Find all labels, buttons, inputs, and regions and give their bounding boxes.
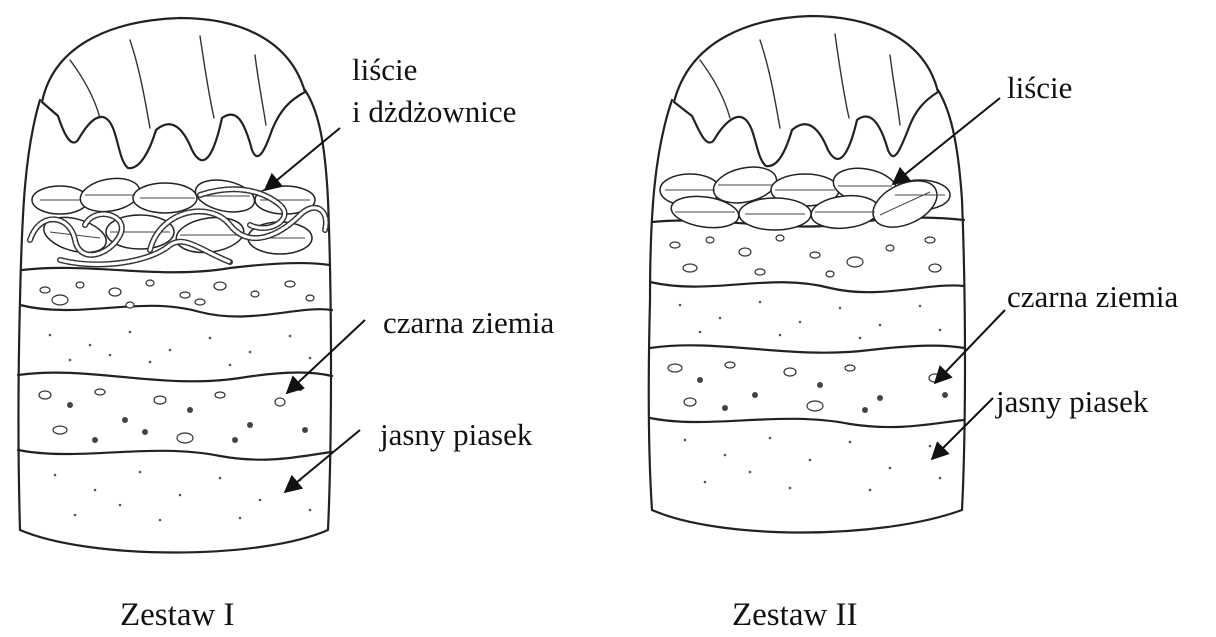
jar-2-cloth-cover xyxy=(674,16,938,166)
jar-2-label-leaves: liście xyxy=(1007,70,1072,105)
jar-2-sand-bottom xyxy=(684,437,942,492)
jar-2-boundary-sand-mid xyxy=(650,345,964,352)
jar-set-1: liście i dżdżownice czarna ziemia jasny … xyxy=(18,18,554,633)
jar-1-boundary-soil-top xyxy=(20,305,332,316)
jar-2-label-light-sand: jasny piasek xyxy=(995,384,1149,419)
jar-1-label-leaves: liście xyxy=(352,52,417,87)
jar-1-arrow-leaves xyxy=(265,128,340,190)
jar-1-arrow-light-sand xyxy=(285,430,360,492)
jar-1-sand-bottom xyxy=(54,471,312,522)
jar-2-label-black-soil: czarna ziemia xyxy=(1007,279,1178,314)
jar-2-soil-lower xyxy=(668,362,948,413)
jar-2-boundary-soil-bottom xyxy=(650,418,964,427)
jar-2-outline xyxy=(649,90,965,533)
jar-1-soil-upper xyxy=(40,280,314,308)
jar-2-caption: Zestaw II xyxy=(732,597,858,633)
jar-1-soil-lower xyxy=(39,385,308,443)
jar-1-boundary-soil-bottom xyxy=(18,450,332,460)
jar-1-label-black-soil: czarna ziemia xyxy=(383,305,554,340)
jar-2-soil-upper xyxy=(670,235,941,277)
jar-1-outline xyxy=(19,90,332,553)
jar-1-arrow-black-soil xyxy=(287,320,365,393)
jar-1-caption: Zestaw I xyxy=(120,597,235,633)
jar-1-sand-middle xyxy=(49,331,312,367)
jar-2-sand-middle xyxy=(679,301,942,340)
jar-2-boundary-soil-top xyxy=(650,282,964,292)
jar-1-label-light-sand: jasny piasek xyxy=(379,417,533,452)
jar-set-2: liście czarna ziemia jasny piasek Zestaw… xyxy=(649,16,1179,633)
jar-2-arrow-light-sand xyxy=(932,398,993,459)
jar-1-cloth-cover xyxy=(42,18,305,168)
jar-1-boundary-sand-mid xyxy=(18,373,332,382)
jar-1-label-earthworms: i dżdżownice xyxy=(352,94,516,129)
